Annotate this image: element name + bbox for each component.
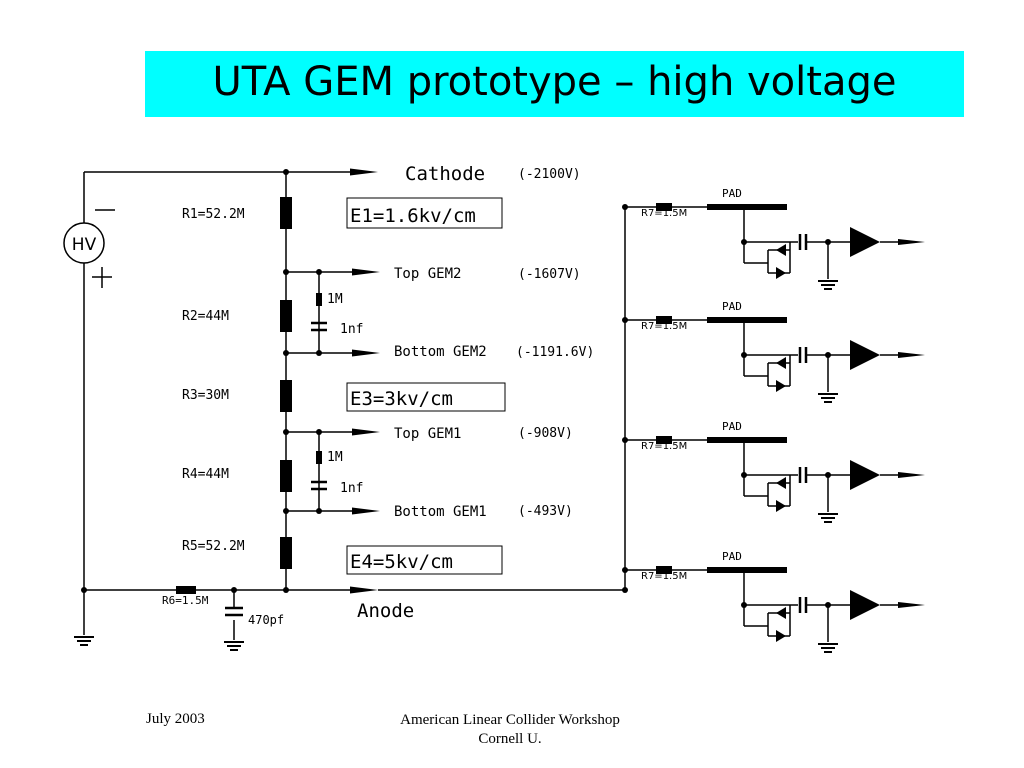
filter-resistor-label: 1M — [327, 292, 343, 307]
tap-voltage: (-1191.6V) — [516, 345, 594, 360]
resistor-r5 — [280, 537, 292, 569]
pad-resistor-label: R7=1.5M — [641, 321, 687, 332]
pad-channel-4: PAD R7=1.5M — [622, 550, 925, 653]
pad-resistor — [656, 316, 672, 324]
capacitor-label: 470pf — [248, 613, 284, 627]
r6-label: R6=1.5M — [162, 594, 209, 607]
pad-bar — [707, 437, 787, 443]
pad-resistor-label: R7=1.5M — [641, 571, 687, 582]
amplifier-icon — [850, 340, 925, 370]
pad-label: PAD — [722, 187, 742, 200]
field-label: E4=5kv/cm — [350, 551, 453, 573]
pad-label: PAD — [722, 300, 742, 313]
diode-icon — [776, 630, 786, 642]
pad-channel-2: PAD R7=1.5M — [622, 300, 925, 403]
tap-voltage: (-1607V) — [518, 267, 581, 282]
tap-voltage: (-908V) — [518, 426, 573, 441]
footer-event-line1: American Linear Collider Workshop — [400, 712, 620, 728]
resistor-r4 — [280, 460, 292, 492]
resistor-label: R5=52.2M — [182, 539, 245, 554]
title-banner: UTA GEM prototype – high voltage — [145, 51, 964, 117]
ground-icon — [818, 393, 838, 403]
pad-channel-3: PAD R7=1.5M — [622, 420, 925, 523]
resistor-label: R2=44M — [182, 309, 229, 324]
field-label: E1=1.6kv/cm — [350, 205, 476, 227]
hv-label: HV — [72, 235, 97, 255]
resistor-r3 — [280, 380, 292, 412]
footer-event: American Linear Collider Workshop Cornel… — [340, 711, 680, 749]
amplifier-icon — [850, 227, 925, 257]
amplifier-icon — [850, 460, 925, 490]
pad-label: PAD — [722, 550, 742, 563]
slide-title: UTA GEM prototype – high voltage — [212, 59, 897, 105]
pad-bar — [707, 204, 787, 210]
resistor-label: R4=44M — [182, 467, 229, 482]
tap-label: Top GEM1 — [394, 426, 461, 442]
diode-icon — [776, 607, 786, 619]
resistor-label: R1=52.2M — [182, 207, 245, 222]
ground-icon — [818, 280, 838, 290]
pad-resistor — [656, 566, 672, 574]
diode-icon — [776, 357, 786, 369]
tap-label: Cathode — [405, 163, 485, 185]
hv-schematic: HV R1=52.2M R2=44M R3=30M R4=44M R5=52.2… — [63, 163, 925, 653]
pad-bar — [707, 567, 787, 573]
amplifier-icon — [850, 590, 925, 620]
filter-resistor-1 — [316, 293, 322, 306]
field-label: E3=3kv/cm — [350, 388, 453, 410]
filter-capacitor-label: 1nf — [340, 481, 363, 496]
resistor-r1 — [280, 197, 292, 229]
ground-icon — [818, 643, 838, 653]
filter-resistor-label: 1M — [327, 450, 343, 465]
tap-label: Anode — [357, 600, 414, 622]
diode-icon — [776, 500, 786, 512]
resistor-r2 — [280, 300, 292, 332]
tap-label: Bottom GEM1 — [394, 504, 487, 520]
diode-icon — [776, 267, 786, 279]
tap-label: Top GEM2 — [394, 266, 461, 282]
footer-event-line2: Cornell U. — [478, 731, 542, 747]
resistor-label: R3=30M — [182, 388, 229, 403]
pad-resistor-label: R7=1.5M — [641, 441, 687, 452]
pad-resistor — [656, 436, 672, 444]
diode-icon — [776, 380, 786, 392]
resistor-r6 — [176, 586, 196, 594]
ground-icon — [73, 636, 95, 646]
pad-channel-1: PAD R7=1.5M — [622, 187, 925, 290]
pad-resistor — [656, 203, 672, 211]
diode-icon — [776, 244, 786, 256]
ground-icon — [223, 641, 245, 651]
pad-label: PAD — [722, 420, 742, 433]
ground-icon — [818, 513, 838, 523]
pad-bar — [707, 317, 787, 323]
pad-resistor-label: R7=1.5M — [641, 208, 687, 219]
diode-icon — [776, 477, 786, 489]
tap-voltage: (-493V) — [518, 504, 573, 519]
tap-label: Bottom GEM2 — [394, 344, 487, 360]
filter-capacitor-label: 1nf — [340, 322, 363, 337]
tap-voltage: (-2100V) — [518, 167, 581, 182]
footer-date: July 2003 — [146, 711, 205, 727]
filter-resistor-2 — [316, 451, 322, 464]
